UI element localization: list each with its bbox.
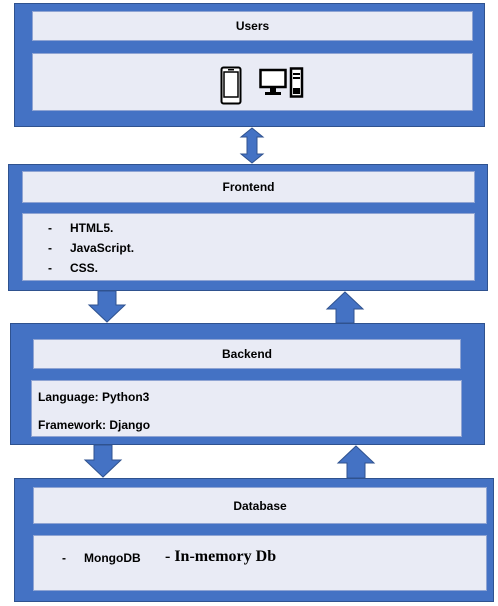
tech-css: CSS. xyxy=(70,261,99,275)
frontend-layer: Frontend - HTML5. - JavaScript. - CSS. xyxy=(8,164,488,291)
backend-to-frontend-arrow xyxy=(325,291,365,324)
database-items-pane: - MongoDB - In-memory Db xyxy=(33,535,487,591)
backend-title-bar: Backend xyxy=(33,339,461,369)
db-mongodb: MongoDB xyxy=(84,551,141,565)
users-title-bar: Users xyxy=(32,11,473,41)
list-item: - HTML5. xyxy=(48,221,113,235)
users-title: Users xyxy=(235,19,270,33)
list-item: - In-memory Db xyxy=(165,548,276,566)
frontend-title: Frontend xyxy=(222,180,275,194)
backend-layer: Backend Language: Python3 Framework: Dja… xyxy=(10,323,485,445)
list-item: - MongoDB xyxy=(62,551,141,565)
database-title-bar: Database xyxy=(33,487,487,524)
bullet-dash: - xyxy=(165,548,171,565)
users-devices-pane xyxy=(32,53,473,111)
backend-framework: Framework: Django xyxy=(38,418,151,432)
backend-to-database-arrow xyxy=(83,444,123,478)
bullet-dash: - xyxy=(48,261,52,275)
frontend-to-backend-arrow xyxy=(87,290,127,323)
db-in-memory: In-memory Db xyxy=(174,548,277,565)
desktop-computer-icon xyxy=(259,67,304,98)
bullet-dash: - xyxy=(48,221,52,235)
backend-language: Language: Python3 xyxy=(38,390,150,404)
list-item: - CSS. xyxy=(48,261,98,275)
backend-title: Backend xyxy=(221,347,273,361)
database-layer: Database - MongoDB - In-memory Db xyxy=(14,478,494,602)
frontend-tech-list: - HTML5. - JavaScript. - CSS. xyxy=(22,213,475,281)
backend-details-pane: Language: Python3 Framework: Django xyxy=(31,380,462,437)
bullet-dash: - xyxy=(62,551,66,565)
mobile-phone-icon xyxy=(220,66,242,105)
list-item: - JavaScript. xyxy=(48,241,134,255)
bullet-dash: - xyxy=(48,241,52,255)
users-layer: Users xyxy=(14,3,485,127)
users-frontend-double-arrow xyxy=(239,127,265,164)
tech-javascript: JavaScript. xyxy=(70,241,135,255)
frontend-title-bar: Frontend xyxy=(22,171,475,203)
tech-html5: HTML5. xyxy=(70,221,114,235)
database-title: Database xyxy=(233,498,287,513)
database-to-backend-arrow xyxy=(336,445,376,479)
